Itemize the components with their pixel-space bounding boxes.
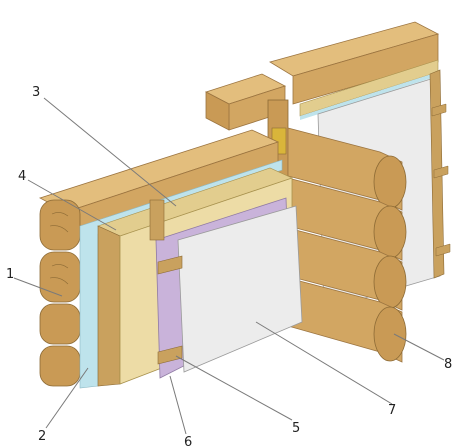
- back-batten-stub-1: [431, 103, 447, 117]
- leader-lines: [13, 97, 445, 435]
- back-batten-stub-3: [435, 243, 451, 257]
- callout-labels: 1 2 3 4 5 6 7 8: [6, 85, 452, 446]
- leader-8: [393, 333, 445, 361]
- callout-4: 4: [18, 169, 26, 184]
- callout-5: 5: [292, 421, 300, 436]
- cross-log-end: [205, 91, 230, 131]
- leader-3: [43, 97, 177, 207]
- right-log-end-4: [373, 306, 407, 362]
- wall-layers: [79, 159, 303, 389]
- callout-8: 8: [444, 357, 452, 372]
- log-ring-1: [49, 212, 69, 233]
- leader-7: [255, 321, 393, 405]
- callout-3: 3: [32, 85, 40, 100]
- right-log-end-3: [373, 255, 407, 309]
- back-wall: [269, 21, 451, 311]
- right-log-end-1: [373, 155, 407, 209]
- left-log-end-4: [39, 345, 81, 387]
- leader-4: [27, 179, 117, 231]
- right-log-stack: [287, 127, 407, 363]
- callout-1: 1: [6, 267, 14, 282]
- left-log-end-1: [39, 199, 81, 251]
- left-log-end-2: [39, 251, 81, 303]
- leader-5: [175, 355, 293, 421]
- horizontal-batten-top: [157, 255, 183, 275]
- callout-6: 6: [184, 435, 192, 446]
- leader-1: [13, 277, 63, 297]
- insulation-face: [97, 225, 121, 387]
- back-batten-stub-2: [433, 165, 449, 179]
- left-log-end-3: [39, 303, 81, 345]
- right-log-end-2: [373, 205, 407, 259]
- vertical-batten: [149, 199, 165, 241]
- log-ring-2: [49, 264, 69, 285]
- callout-7: 7: [388, 403, 396, 418]
- leader-6: [169, 375, 187, 435]
- back-membrane-edge: [300, 72, 438, 120]
- horizontal-batten-bottom: [157, 345, 183, 365]
- leader-2: [45, 367, 89, 429]
- callout-2: 2: [38, 429, 46, 444]
